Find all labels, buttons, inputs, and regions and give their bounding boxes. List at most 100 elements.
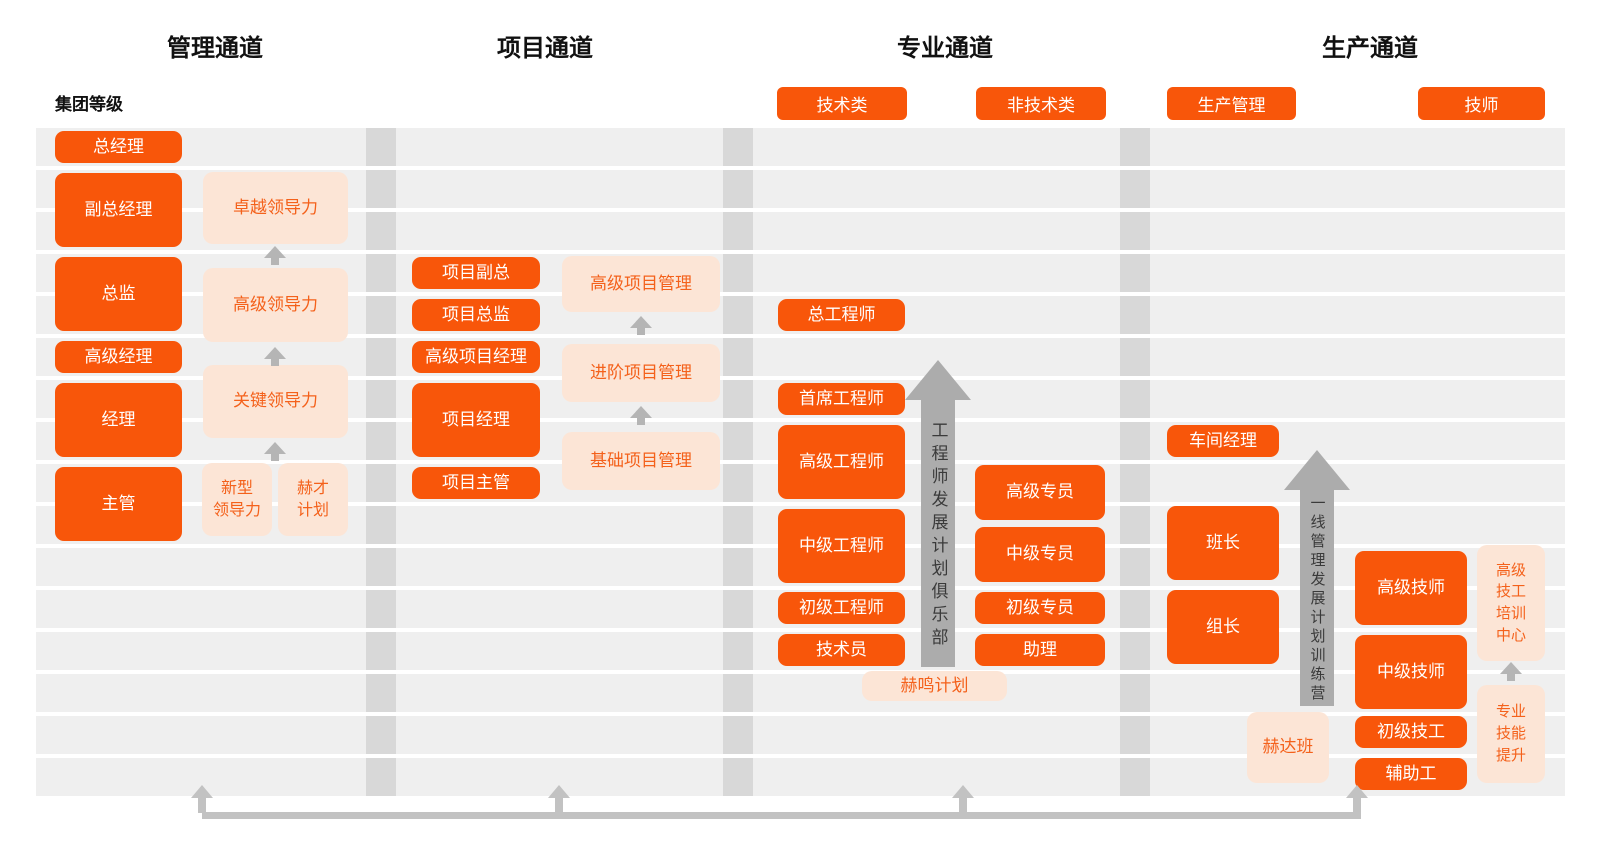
channel-title-project: 项目通道	[497, 35, 593, 62]
program-hecai-plan: 赫才 计划	[278, 463, 348, 536]
node-assistant: 助理	[975, 634, 1105, 666]
channel-title-production: 生产通道	[1322, 35, 1418, 62]
node-junior-specialist: 初级专员	[975, 592, 1105, 624]
node-director: 总监	[55, 257, 182, 331]
channel-divider	[1120, 170, 1150, 208]
engineer-club-arrow-icon	[905, 360, 971, 400]
node-group-leader: 组长	[1167, 590, 1279, 664]
channel-divider	[723, 548, 753, 586]
channel-divider	[366, 170, 396, 208]
node-project-manager: 项目经理	[412, 383, 540, 457]
node-auxiliary-worker: 辅助工	[1355, 758, 1467, 790]
program-heming-plan: 赫鸣计划	[862, 671, 1007, 701]
channel-divider	[723, 422, 753, 460]
pill-production-mgmt: 生产管理	[1167, 87, 1296, 120]
node-project-vp: 项目副总	[412, 257, 540, 289]
channel-divider	[723, 296, 753, 334]
program-advanced-project-mgmt: 进阶项目管理	[562, 344, 720, 402]
program-excellence-leadership: 卓越领导力	[203, 172, 348, 244]
bottom-connector-line	[202, 812, 1361, 819]
channel-divider	[1120, 380, 1150, 418]
node-senior-specialist: 高级专员	[975, 465, 1105, 520]
pill-technician: 技师	[1418, 87, 1545, 120]
channel-divider	[723, 212, 753, 250]
node-technician-staff: 技术员	[778, 634, 905, 666]
channel-divider	[366, 212, 396, 250]
node-senior-technician: 高级技师	[1355, 551, 1467, 625]
channel-divider	[1120, 506, 1150, 544]
promotion-arrow-icon	[1499, 662, 1523, 681]
channel-divider	[366, 128, 396, 166]
channel-divider	[366, 254, 396, 292]
node-junior-engineer: 初级工程师	[778, 592, 905, 624]
channel-divider	[366, 464, 396, 502]
connector-up-arrow-icon	[1346, 785, 1368, 798]
channel-divider	[1120, 716, 1150, 754]
channel-divider	[723, 632, 753, 670]
channel-divider	[366, 506, 396, 544]
node-mid-technician: 中级技师	[1355, 635, 1467, 709]
pill-non-technical: 非技术类	[976, 87, 1106, 120]
channel-divider	[366, 380, 396, 418]
channel-divider	[723, 464, 753, 502]
channel-divider	[1120, 212, 1150, 250]
channel-title-management: 管理通道	[167, 35, 263, 62]
channel-divider	[366, 590, 396, 628]
channel-divider	[366, 296, 396, 334]
program-senior-leadership: 高级领导力	[203, 268, 348, 342]
group-level-label: 集团等级	[55, 95, 123, 114]
program-senior-project-mgmt: 高级项目管理	[562, 256, 720, 312]
promotion-arrow-icon	[629, 406, 653, 425]
promotion-arrow-icon	[263, 442, 287, 461]
frontline-camp-arrow-icon	[1284, 450, 1350, 490]
promotion-arrow-icon	[263, 246, 287, 265]
level-row	[36, 758, 1565, 796]
program-heda-class: 赫达班	[1247, 712, 1329, 783]
channel-divider	[1120, 758, 1150, 796]
channel-divider	[723, 254, 753, 292]
node-project-director: 项目总监	[412, 299, 540, 331]
channel-divider	[366, 422, 396, 460]
node-general-manager: 总经理	[55, 131, 182, 163]
program-key-leadership: 关键领导力	[203, 365, 348, 438]
level-row	[36, 128, 1565, 166]
channel-divider	[723, 128, 753, 166]
connector-up-arrow-icon	[952, 785, 974, 798]
connector-up-arrow-stem	[198, 797, 206, 813]
connector-up-arrow-icon	[191, 785, 213, 798]
channel-divider	[723, 758, 753, 796]
node-shift-leader: 班长	[1167, 506, 1279, 580]
frontline-camp-arrow-shaft	[1300, 489, 1334, 706]
channel-divider	[723, 506, 753, 544]
channel-divider	[723, 716, 753, 754]
program-emerging-leadership: 新型 领导力	[202, 463, 272, 536]
program-senior-worker-training-center: 高级 技工 培训 中心	[1477, 545, 1545, 661]
channel-divider	[366, 758, 396, 796]
channel-title-professional: 专业通道	[897, 35, 993, 62]
program-skill-upgrade: 专业 技能 提升	[1477, 685, 1545, 783]
connector-up-arrow-stem	[1353, 797, 1361, 813]
connector-up-arrow-stem	[959, 797, 967, 813]
engineer-club-arrow-label: 工程师发展计划俱乐部	[928, 420, 948, 651]
channel-divider	[723, 338, 753, 376]
channel-divider	[366, 716, 396, 754]
channel-divider	[723, 674, 753, 712]
channel-divider	[1120, 128, 1150, 166]
channel-divider	[723, 590, 753, 628]
channel-divider	[1120, 254, 1150, 292]
connector-up-arrow-stem	[555, 797, 563, 813]
level-row	[36, 674, 1565, 712]
channel-divider	[366, 338, 396, 376]
node-senior-project-manager: 高级项目经理	[412, 341, 540, 373]
promotion-arrow-icon	[263, 347, 287, 366]
channel-divider	[1120, 632, 1150, 670]
channel-divider	[1120, 464, 1150, 502]
channel-divider	[1120, 422, 1150, 460]
channel-divider	[366, 632, 396, 670]
node-junior-worker: 初级技工	[1355, 716, 1467, 748]
node-workshop-manager: 车间经理	[1167, 425, 1279, 457]
engineer-club-arrow-shaft	[921, 399, 955, 667]
node-mid-engineer: 中级工程师	[778, 509, 905, 583]
channel-divider	[366, 548, 396, 586]
frontline-camp-arrow-label: 一线管理发展计划训练营	[1308, 494, 1326, 704]
